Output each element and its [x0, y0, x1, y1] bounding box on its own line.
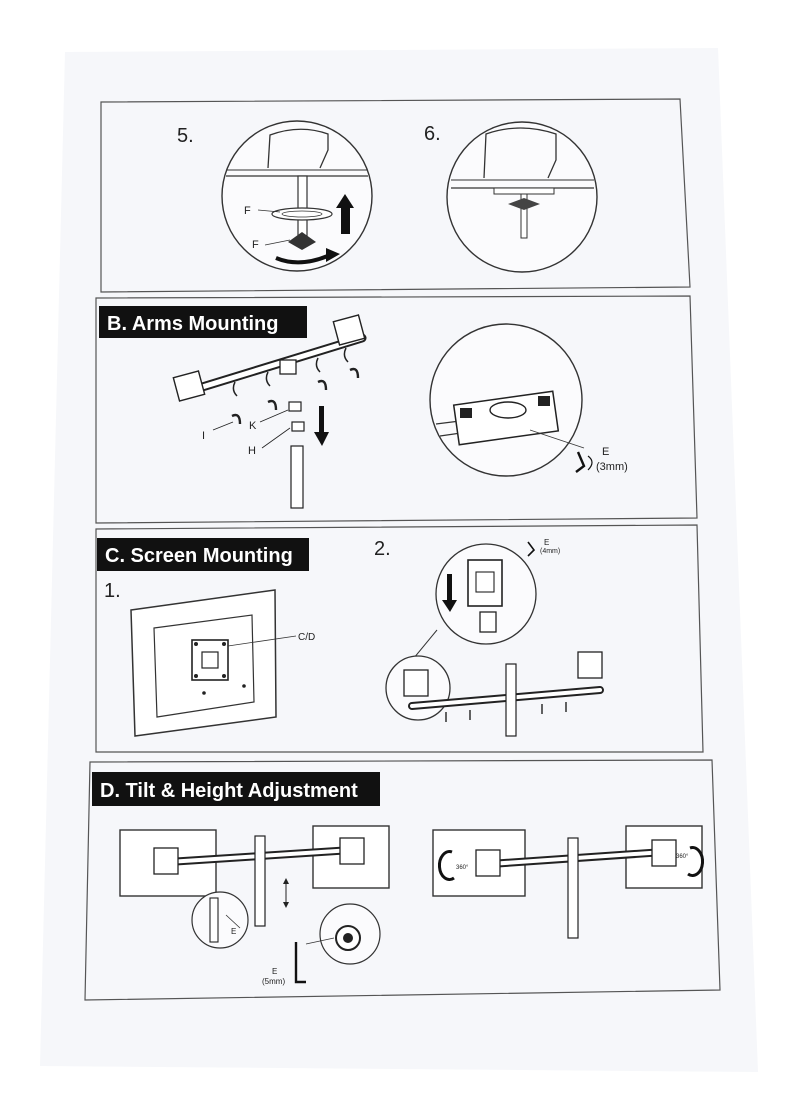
step-2-number: 2. — [374, 538, 391, 560]
section-c-header — [97, 538, 309, 571]
part-cd-label: C/D — [298, 632, 315, 643]
part-k-label: K — [249, 420, 257, 432]
section-b-frame — [95, 295, 698, 524]
height-adjustment-illustration — [119, 825, 390, 984]
part-i-label: I — [202, 430, 205, 442]
tool-e-size-d: (5mm) — [262, 977, 285, 986]
section-c-frame — [95, 524, 704, 753]
monitor-back-illustration — [130, 589, 297, 737]
tool-e-size-b: (3mm) — [596, 461, 628, 473]
paper-sheet — [40, 48, 758, 1072]
section-d-frame — [84, 759, 721, 1001]
step-6-number: 6. — [424, 123, 441, 145]
rotate-left-label: 360° — [456, 865, 469, 871]
section-c-screen-mounting: C. Screen Mounting 1. 2. C/D — [95, 524, 704, 753]
inset-e-letter: E — [231, 927, 236, 936]
section-d-title: D. Tilt & Height Adjustment — [100, 780, 358, 802]
section-a-steps: 5. 6. F F — [100, 98, 691, 293]
section-d-header — [92, 772, 380, 806]
step-1-number: 1. — [104, 580, 121, 602]
arm-detail-illustration — [429, 323, 593, 477]
tool-e-letter-d: E — [272, 967, 277, 976]
screen-mounting-step2-illustration — [385, 541, 604, 737]
section-b-arms-mounting: B. Arms Mounting I K H — [95, 295, 698, 524]
tool-e-letter-c: E — [544, 538, 549, 547]
tool-e-letter-b: E — [602, 446, 609, 458]
section-a-frame — [100, 98, 691, 293]
tool-e-size-c: (4mm) — [540, 548, 560, 555]
rotate-right-label: 360° — [676, 854, 689, 860]
part-f-lower-label: F — [252, 239, 259, 251]
section-c-title: C. Screen Mounting — [105, 545, 293, 567]
step-5-illustration — [221, 120, 373, 272]
section-b-title: B. Arms Mounting — [107, 313, 278, 335]
section-d-tilt-height: D. Tilt & Height Adjustment E E (5mm) — [84, 759, 721, 1001]
section-b-header — [99, 306, 307, 338]
part-f-upper-label: F — [244, 205, 251, 217]
tilt-rotation-illustration — [432, 825, 704, 939]
arm-assembly-illustration — [172, 314, 367, 509]
step-6-illustration — [446, 121, 598, 273]
part-h-label: H — [248, 445, 256, 457]
step-5-number: 5. — [177, 125, 194, 147]
